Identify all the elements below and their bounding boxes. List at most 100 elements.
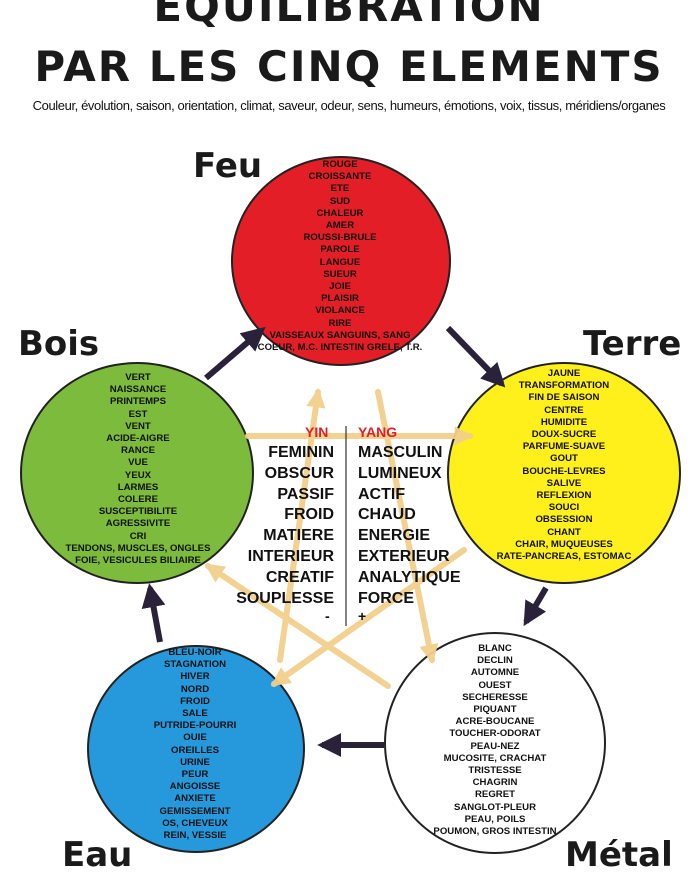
list-item: ETE <box>330 183 350 195</box>
list-item: JOIE <box>329 281 351 293</box>
element-label-terre: Terre <box>583 324 682 364</box>
list-item: CHAIR, MUQUEUSES <box>515 538 613 550</box>
list-item: LANGUE <box>319 256 361 268</box>
arrow-eau-bois <box>141 583 166 643</box>
list-item: FOIE, VESICULES BILIAIRE <box>75 555 201 567</box>
list-item: ANGOISSE <box>169 781 221 793</box>
list-item: REGRET <box>475 789 515 801</box>
list-item: SOUPLESSE <box>236 589 334 607</box>
list-item: PAROLE <box>320 244 360 256</box>
arrow-bois-feu <box>204 326 266 381</box>
list-item: MUCOSITE, CRACHAT <box>443 752 547 764</box>
element-label-bois: Bois <box>18 324 100 364</box>
list-item: AMER <box>325 220 355 232</box>
list-item: VERT <box>125 372 151 383</box>
element-label-metal: Métal <box>565 835 673 872</box>
list-item: POUMON, GROS INTESTIN <box>433 826 557 838</box>
list-item: PARFUME-SUAVE <box>522 441 606 453</box>
element-label-feu: Feu <box>193 146 263 186</box>
list-item: SALIVE <box>546 477 582 489</box>
list-item: CRI <box>129 530 147 542</box>
list-item: GEMISSEMENT <box>159 805 231 817</box>
list-item: ROUSSI-BRULE <box>303 232 377 244</box>
list-item: SECHERESSE <box>462 691 528 703</box>
star-line-terre-eau <box>270 547 467 687</box>
list-item: SUEUR <box>323 268 357 280</box>
list-item: CENTRE <box>544 404 584 416</box>
list-item: COEUR, M.C. INTESTIN GRELE, T.R. <box>257 342 423 354</box>
list-item: FEMININ <box>268 444 334 461</box>
element-circle-metal <box>384 632 606 854</box>
element-label-eau: Eau <box>62 835 133 872</box>
list-item: INTERIEUR <box>247 547 334 565</box>
element-circle-feu <box>231 156 451 366</box>
list-item: COLERE <box>118 494 158 506</box>
list-item: PEUR <box>181 769 209 781</box>
list-item: FROID <box>180 695 210 707</box>
element-circle-terre <box>447 362 681 584</box>
list-item: HIVER <box>180 671 210 683</box>
list-item: ENERGIE <box>358 527 431 545</box>
list-item: OUEST <box>478 679 512 691</box>
list-item: URINE <box>180 756 210 768</box>
list-item: YEUX <box>124 469 152 481</box>
list-item: OUIE <box>183 732 207 744</box>
list-item: CHAGRIN <box>472 777 518 789</box>
list-item: DOUX-SUCRE <box>531 429 597 441</box>
list-item: FIN DE SAISON <box>528 392 600 404</box>
page-subtitle: Couleur, évolution, saison, orientation,… <box>32 98 666 113</box>
list-item: REIN, VESSIE <box>163 830 227 842</box>
list-item: SUD <box>329 195 351 207</box>
list-item: LARMES <box>117 481 159 493</box>
list-item: TENDONS, MUSCLES, ONGLES <box>65 542 211 554</box>
list-item: CROISSANTE <box>308 171 372 183</box>
yang-sign: + <box>358 608 367 624</box>
list-item: OBSESSION <box>535 514 593 526</box>
list-item: NORD <box>180 683 210 695</box>
list-item: LUMINEUX <box>358 464 442 482</box>
list-item: CHANT <box>547 526 581 538</box>
list-item: PEAU, POILS <box>464 813 526 825</box>
element-circle-eau <box>87 645 305 853</box>
list-item: SALE <box>182 708 208 720</box>
arrow-terre-metal <box>523 586 549 627</box>
list-item: EXTERIEUR <box>358 547 450 565</box>
list-item: OBSCUR <box>264 464 334 482</box>
list-item: VUE <box>128 457 148 469</box>
list-item: TRISTESSE <box>468 765 522 777</box>
list-item: AUTOMNE <box>470 667 520 679</box>
list-item: BLEU-NOIR <box>168 647 222 658</box>
list-item: PIQUANT <box>473 704 517 716</box>
list-item: ANALYTIQUE <box>358 568 461 586</box>
list-item: PEAU-NEZ <box>470 740 520 752</box>
page-title-line-1: EQUILIBRATION <box>153 0 545 31</box>
list-item: PASSIF <box>277 485 334 503</box>
list-item: SANGLOT-PLEUR <box>453 801 537 813</box>
list-item: PUTRIDE-POURRI <box>153 720 237 732</box>
list-item: CHAUD <box>358 506 416 524</box>
star-line-eau-feu <box>277 388 326 663</box>
list-item: CREATIF <box>265 568 334 586</box>
list-item: ACRE-BOUCANE <box>455 716 535 728</box>
list-item: AGRESSIVITE <box>105 518 171 530</box>
list-item: VENT <box>125 420 151 432</box>
list-item: JAUNE <box>547 368 581 379</box>
list-item: FORCE <box>358 589 414 607</box>
list-item: VAISSEAUX SANGUINS, SANG <box>269 329 411 341</box>
list-item: PLAISIR <box>321 293 359 305</box>
list-item: RIRE <box>328 317 352 329</box>
star-line-metal-bois <box>204 563 391 689</box>
list-item: ACTIF <box>358 485 406 503</box>
yang-heading: YANG <box>358 424 398 440</box>
list-item: ANXIETE <box>174 793 216 805</box>
page-title-line-2: PAR LES CINQ ELEMENTS <box>34 42 664 91</box>
arrow-feu-terre <box>445 325 506 388</box>
list-item: TOUCHER-ODORAT <box>449 728 541 740</box>
list-item: TRANSFORMATION <box>518 380 610 392</box>
